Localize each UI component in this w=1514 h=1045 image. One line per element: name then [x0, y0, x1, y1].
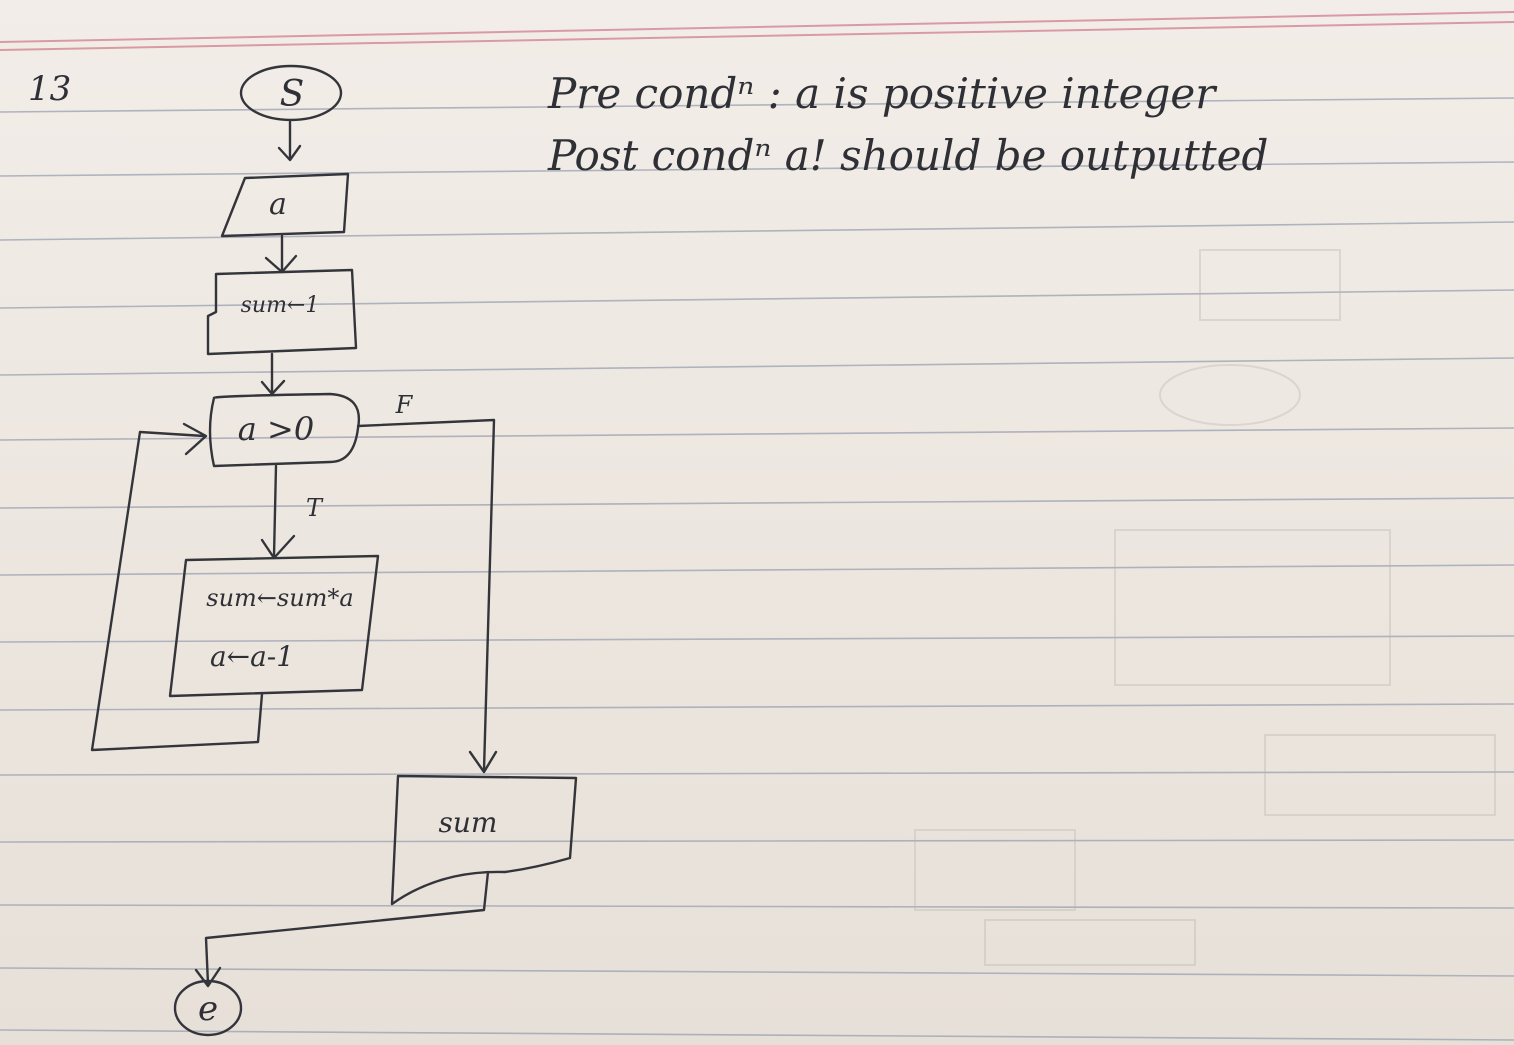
arrowhead	[260, 534, 296, 560]
init-box-shape	[206, 268, 358, 356]
output-label: sum	[439, 806, 498, 839]
true-branch-line	[272, 464, 278, 558]
loop-box-shape	[168, 554, 380, 698]
rule-line	[0, 839, 1514, 843]
arrow-output-to-end	[204, 870, 490, 986]
decision-shape	[208, 392, 361, 468]
false-label: F	[395, 391, 414, 419]
rule-line	[0, 1029, 1514, 1041]
rule-line	[0, 221, 1514, 241]
rule-line	[0, 161, 1514, 177]
rule-line	[0, 967, 1514, 977]
ghost-box	[914, 829, 1076, 911]
rule-line	[0, 703, 1514, 711]
ghost-ellipse	[1159, 364, 1301, 426]
rule-line	[0, 564, 1514, 576]
rule-line	[0, 357, 1514, 376]
rule-line	[0, 904, 1514, 909]
loop-line-2: a←a-1	[210, 640, 294, 673]
rule-line	[0, 497, 1514, 509]
post-condition: Post condⁿ a! should be outputted	[547, 131, 1268, 180]
arrowhead	[194, 966, 222, 988]
loop-process-box: sum←sum*a a←a-1	[168, 554, 380, 698]
end-circle	[173, 979, 243, 1037]
arrowhead	[182, 422, 208, 456]
input-shape	[220, 172, 350, 238]
loop-line-1: sum←sum*a	[206, 584, 353, 612]
show-through-marks	[914, 249, 1496, 966]
margin-red-line	[0, 11, 1514, 43]
decision-label: a >0	[238, 410, 314, 448]
loop-back-line	[90, 430, 264, 752]
true-label: T	[306, 494, 324, 522]
decision-node: a >0	[208, 392, 361, 468]
start-label: S	[280, 74, 305, 115]
input-label: a	[269, 187, 287, 222]
rule-line	[0, 289, 1514, 309]
output-document: sum	[390, 774, 578, 906]
false-branch-line	[356, 418, 496, 772]
problem-number: 13	[28, 69, 71, 109]
margin-red-line	[0, 21, 1514, 51]
start-terminal: S	[239, 64, 343, 122]
ghost-box	[984, 919, 1196, 966]
init-process-box: sum←1	[206, 268, 358, 356]
ruled-lines	[0, 11, 1514, 1041]
input-parallelogram: a	[220, 172, 350, 238]
ghost-box	[1264, 734, 1496, 816]
arrowhead	[277, 144, 302, 162]
output-shape	[390, 774, 578, 906]
arrowhead	[468, 750, 498, 774]
rule-line	[0, 771, 1514, 776]
rule-line	[0, 635, 1514, 643]
start-circle	[239, 64, 343, 122]
end-terminal: e	[173, 979, 243, 1037]
ghost-box	[1199, 249, 1341, 321]
pre-condition: Pre condⁿ : a is positive integer	[547, 69, 1218, 118]
init-label: sum←1	[241, 293, 320, 318]
ghost-box	[1114, 529, 1391, 686]
end-label: e	[198, 989, 218, 1029]
rule-line	[0, 427, 1514, 441]
